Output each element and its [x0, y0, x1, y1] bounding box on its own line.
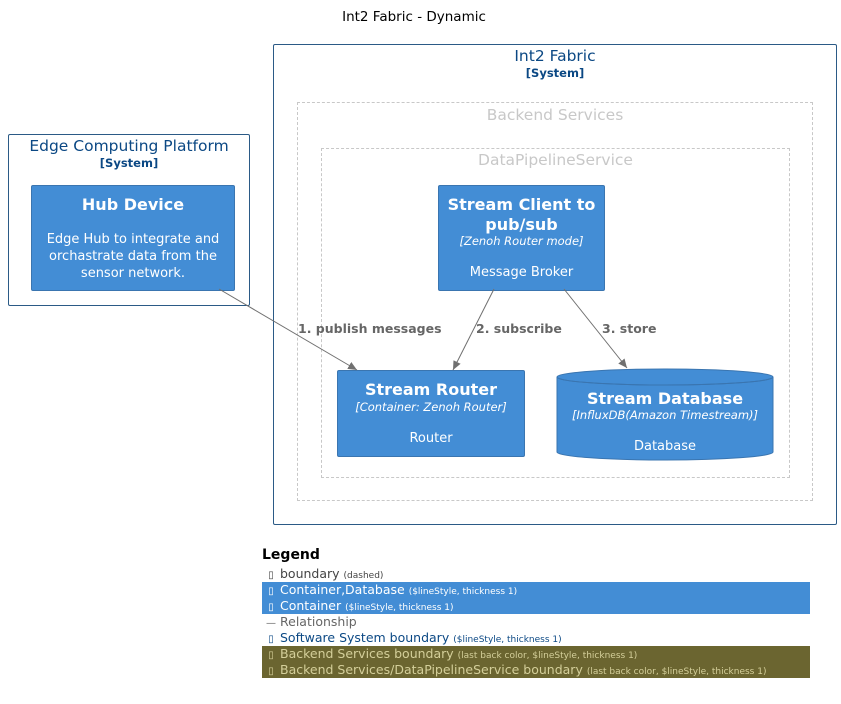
legend-row-backend-services-boundary: ▯ Backend Services boundary (last back co… [262, 646, 810, 662]
relationship-store-line [563, 288, 628, 369]
backend-services-name: Backend Services [486, 106, 624, 124]
stream-client-description: Message Broker [469, 265, 574, 280]
legend-row-container: ▯ Container ($lineStyle, thickness 1) [262, 598, 810, 614]
backend-services-boundary: Backend Services [297, 102, 813, 501]
int2-fabric-type: [System] [525, 66, 585, 80]
backend-services-boundary-legend-icon: ▯ [268, 650, 274, 661]
legend-row-boundary: ▯ boundary (dashed) [262, 566, 810, 582]
relationship-legend-icon: — [266, 618, 276, 629]
hub-device-title: Hub Device [81, 195, 185, 214]
relationship-subscribe-label: 2. subscribe [476, 321, 562, 336]
data-pipeline-service-boundary-legend-icon: ▯ [268, 666, 274, 677]
legend-label: Backend Services boundary [280, 646, 454, 661]
container-legend-icon: ▯ [268, 602, 274, 613]
relationship-subscribe-line [452, 288, 495, 371]
legend-note: ($lineStyle, thickness 1) [453, 635, 562, 645]
stream-database-node[interactable] [556, 368, 774, 461]
legend-label: Relationship [280, 614, 357, 629]
legend-note: (last back color, $lineStyle, thickness … [586, 667, 767, 677]
legend-row-relationship: — Relationship [262, 614, 810, 630]
legend-label: boundary [280, 566, 340, 581]
legend-note: ($lineStyle, thickness 1) [345, 603, 454, 613]
stream-router-description: Router [409, 431, 453, 446]
legend-label: Software System boundary [280, 630, 450, 645]
stream-database-title: Stream Database [586, 389, 744, 408]
legend-title: Legend [262, 547, 320, 563]
stream-client-title: Stream Client to pub/sub [447, 195, 596, 234]
int2-fabric-name: Int2 Fabric [514, 47, 596, 65]
stream-client-subtitle: [Zenoh Router mode] [459, 234, 584, 248]
legend-row-software-system-boundary: ▯ Software System boundary ($lineStyle, t… [262, 630, 810, 646]
relationship-publish-line [218, 288, 358, 371]
legend-label: Backend Services/DataPipelineService bou… [280, 662, 583, 677]
stream-client-node[interactable]: Stream Client to pub/sub [Zenoh Router m… [438, 185, 605, 291]
stream-router-title: Stream Router [364, 380, 498, 399]
legend-row-data-pipeline-service-boundary: ▯ Backend Services/DataPipelineService bo… [262, 662, 810, 678]
legend-row-container-database: ▯ Container,Database ($lineStyle, thickne… [262, 582, 810, 598]
hub-device-node[interactable]: Hub Device Edge Hub to integrate and orc… [31, 185, 235, 291]
legend-note: (dashed) [343, 571, 384, 581]
legend-label: Container [280, 598, 342, 613]
boundary-legend-icon: ▯ [268, 570, 274, 581]
stream-router-node[interactable]: Stream Router [Container: Zenoh Router] … [337, 370, 525, 457]
legend-note: ($lineStyle, thickness 1) [408, 587, 518, 597]
relationship-store-label: 3. store [602, 321, 657, 336]
container-database-legend-icon: ▯ [268, 586, 274, 597]
software-system-boundary-legend-icon: ▯ [268, 634, 274, 645]
data-pipeline-service-boundary: DataPipelineService [321, 148, 790, 478]
stream-database-description: Database [633, 439, 697, 454]
stream-router-subtitle: [Container: Zenoh Router] [355, 400, 507, 414]
relationship-publish-label: 1. publish messages [298, 321, 442, 336]
edge-platform-type: [System] [99, 156, 159, 170]
legend-note: (last back color, $lineStyle, thickness … [457, 651, 638, 661]
legend-label: Container,Database [280, 582, 405, 597]
data-pipeline-service-name: DataPipelineService [478, 151, 633, 169]
diagram-title: Int2 Fabric - Dynamic [342, 9, 486, 25]
edge-platform-name: Edge Computing Platform [29, 137, 229, 155]
hub-device-description: Edge Hub to integrate and orchastrate da… [46, 232, 220, 281]
stream-database-subtitle: [InfluxDB(Amazon Timestream)] [571, 408, 759, 422]
